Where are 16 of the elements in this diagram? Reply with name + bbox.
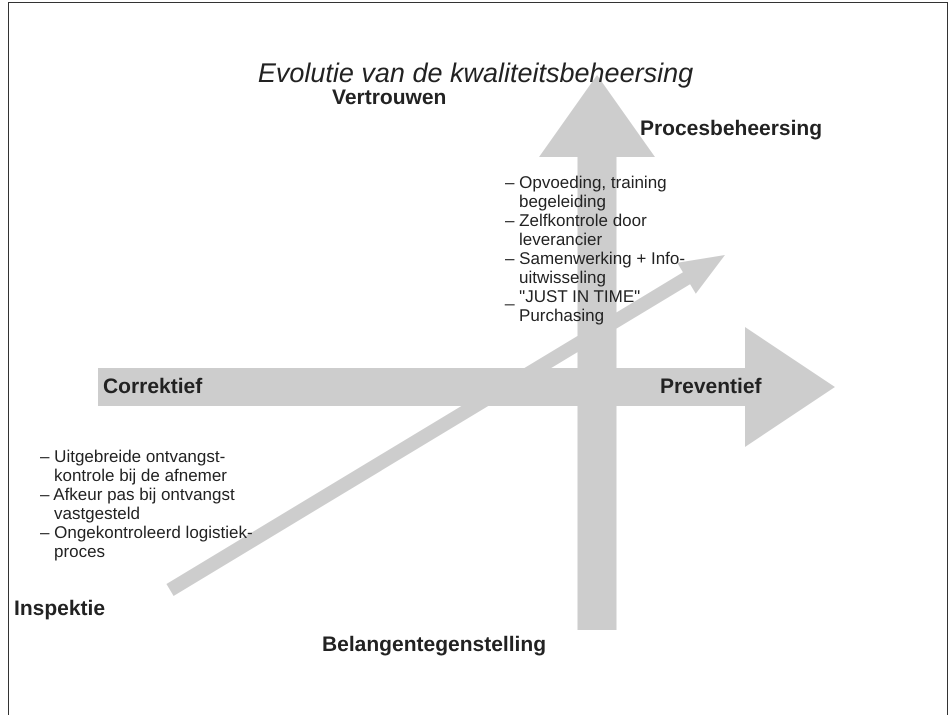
bullet-text: – Uitgebreide ontvangst- kontrole bij de afnemer [40,447,228,485]
arrow [98,327,835,447]
axis-label: Inspektie [14,597,106,621]
bullet-text: – Ongekontroleerd logistiek- proces [40,523,254,561]
bullet-text: – Zelfkontrole door leverancier [505,211,648,249]
axis-label: Vertrouwen [332,86,446,110]
arrow [166,255,725,596]
axis-label: Correktief [103,375,202,399]
bullet-text: – Opvoeding, training begeleiding [505,173,668,211]
title: Evolutie van de kwaliteitsbeheersing [256,58,694,89]
bullet-text: – Samenwerking + Info-uitwisseling [505,249,686,287]
axis-label: Preventief [660,375,762,399]
bullet-text: – Afkeur pas bij ontvangst vastgesteld [40,485,236,523]
bullet-text: _ "JUST IN TIME" Purchasing [505,287,642,325]
axis-label: Procesbeheersing [640,117,822,141]
axis-label: Belangentegenstelling [322,633,546,657]
